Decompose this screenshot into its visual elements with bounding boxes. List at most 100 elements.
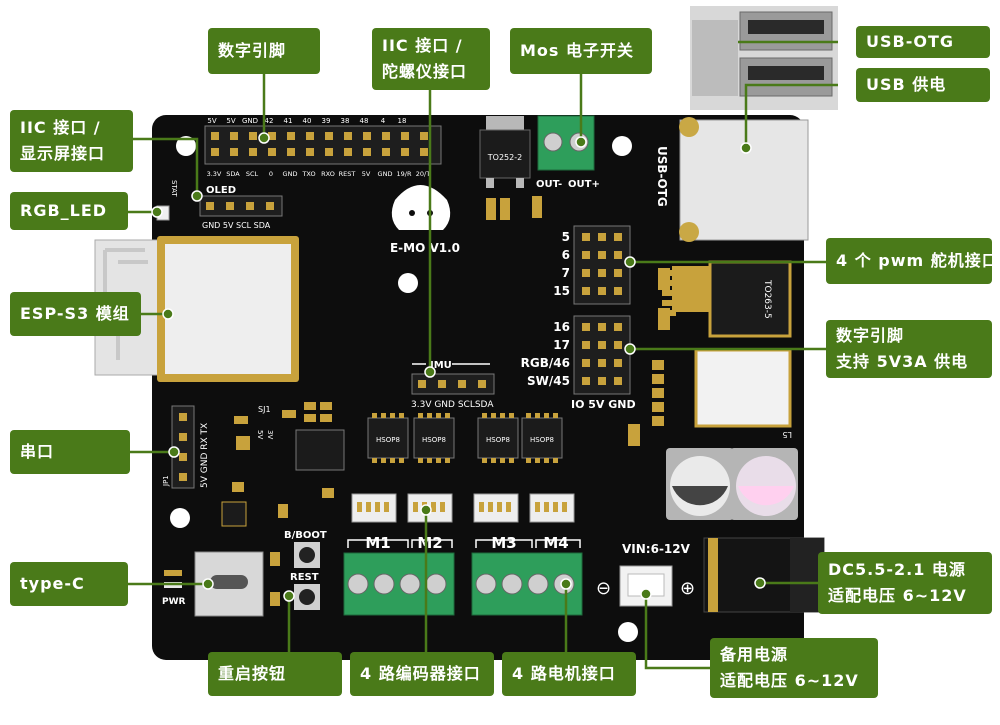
header-top-label: 41: [284, 117, 293, 125]
driver-lead: [509, 458, 514, 463]
header-pin: [211, 132, 219, 140]
driver-lead: [427, 458, 432, 463]
usb-double-port: [690, 6, 838, 110]
top-pin-header: [204, 125, 442, 165]
callout-text: 数字引脚: [836, 326, 905, 345]
callout-motor: 4 路电机接口: [502, 652, 636, 696]
io-legend-label: IO 5V GND: [571, 398, 636, 411]
header-pin: [268, 132, 276, 140]
encoder-pin: [375, 502, 380, 512]
boot-button: [294, 542, 320, 568]
callout-text: 适配电压 6~12V: [828, 586, 967, 605]
header-pin: [598, 377, 606, 385]
encoder-pin: [479, 502, 484, 512]
header-bottom-label: GND: [283, 170, 298, 178]
driver-lead: [372, 413, 377, 418]
plus-symbol: ⊕: [680, 578, 695, 599]
driver-lead: [381, 458, 386, 463]
hsop8-driver: [367, 417, 409, 459]
driver-lead: [500, 458, 505, 463]
callout-text: 备用电源: [720, 645, 789, 664]
encoder-pin: [497, 502, 502, 512]
callout-iic-gyro: IIC 接口 / 陀螺仪接口: [372, 28, 490, 90]
header-pin: [614, 269, 622, 277]
header-top-label: GND: [242, 117, 258, 125]
mount-hole: [618, 622, 638, 642]
callout-iic-display: IIC 接口 / 显示屏接口: [10, 110, 133, 172]
driver-lead: [535, 413, 540, 418]
header-top-label: 5V: [207, 117, 216, 125]
pwm-pin-label: 7: [562, 266, 570, 280]
driver-lead: [509, 413, 514, 418]
driver-lead: [553, 413, 558, 418]
to252-label: TO252-2: [487, 153, 522, 162]
mount-hole: [612, 136, 632, 156]
motor-bracket: [347, 539, 581, 548]
driver-lead: [482, 458, 487, 463]
callout-text: DC5.5-2.1 电源: [828, 560, 966, 579]
header-pin: [249, 148, 257, 156]
mount-hole: [398, 273, 418, 293]
header-pin: [614, 287, 622, 295]
header-pin: [287, 132, 295, 140]
header-top-label: 4: [381, 117, 386, 125]
encoder-pin: [366, 502, 371, 512]
header-pin: [420, 132, 428, 140]
callout-text: RGB_LED: [20, 201, 108, 220]
header-top-label: 48: [360, 117, 369, 125]
header-bottom-label: RXO: [321, 170, 335, 178]
motor-label-m2: M2: [417, 534, 442, 552]
header-pin: [582, 269, 590, 277]
header-top-label: 18: [398, 117, 407, 125]
header-pin: [420, 148, 428, 156]
driver-lead: [390, 413, 395, 418]
callout-digital-5v: 数字引脚 支持 5V3A 供电: [826, 320, 992, 378]
usb-otg-connector: [679, 117, 809, 242]
header-bottom-label: REST: [339, 170, 356, 178]
callout-dc-power: DC5.5-2.1 电源 适配电压 6~12V: [818, 552, 992, 614]
header-bottom-label: 19/R: [397, 170, 412, 178]
callout-digital-pins: 数字引脚: [208, 28, 320, 74]
header-bottom-label: SDA: [226, 170, 240, 178]
ic-chip: [221, 501, 247, 527]
imu-label: IMU: [430, 360, 452, 371]
driver-lead: [418, 413, 423, 418]
header-pin: [614, 377, 622, 385]
header-pin: [582, 251, 590, 259]
encoder-pin: [553, 502, 558, 512]
digital-pin-label: SW/45: [527, 374, 570, 388]
encoder-pin: [357, 502, 362, 512]
driver-lead: [436, 458, 441, 463]
callout-esp-module: ESP-S3 模组: [10, 292, 141, 336]
hsop8-label: HSOP8: [486, 436, 510, 444]
volt-3v-label: 3V: [266, 430, 274, 439]
callout-text: USB 供电: [866, 75, 947, 94]
header-pin: [306, 148, 314, 156]
driver-lead: [390, 458, 395, 463]
callout-text: ESP-S3 模组: [20, 304, 130, 323]
encoder-pin: [544, 502, 549, 512]
header-top-label: 42: [265, 117, 274, 125]
pwr-label: PWR: [162, 597, 186, 607]
l5-label: L5: [782, 430, 792, 439]
driver-lead: [482, 413, 487, 418]
callout-serial: 串口: [10, 430, 130, 474]
callout-text: 4 路电机接口: [512, 664, 616, 683]
power-smd-area: [232, 402, 342, 518]
header-bottom-label: 0: [269, 170, 273, 178]
header-pin: [614, 359, 622, 367]
driver-lead: [500, 413, 505, 418]
driver-lead: [445, 458, 450, 463]
header-pin: [582, 359, 590, 367]
oled-header: [199, 195, 283, 217]
driver-lead: [445, 413, 450, 418]
callout-backup-power: 备用电源 适配电压 6~12V: [710, 638, 878, 698]
header-pin: [598, 287, 606, 295]
callout-text: 4 个 pwm 舵机接口: [836, 251, 999, 270]
header-top-label: 38: [341, 117, 350, 125]
digital-pin-label: 17: [553, 338, 570, 352]
callout-text: 适配电压 6~12V: [720, 671, 859, 690]
serial-pins-label: 5V GND RX TX: [200, 423, 210, 488]
motor-terminal-right: [471, 552, 583, 616]
